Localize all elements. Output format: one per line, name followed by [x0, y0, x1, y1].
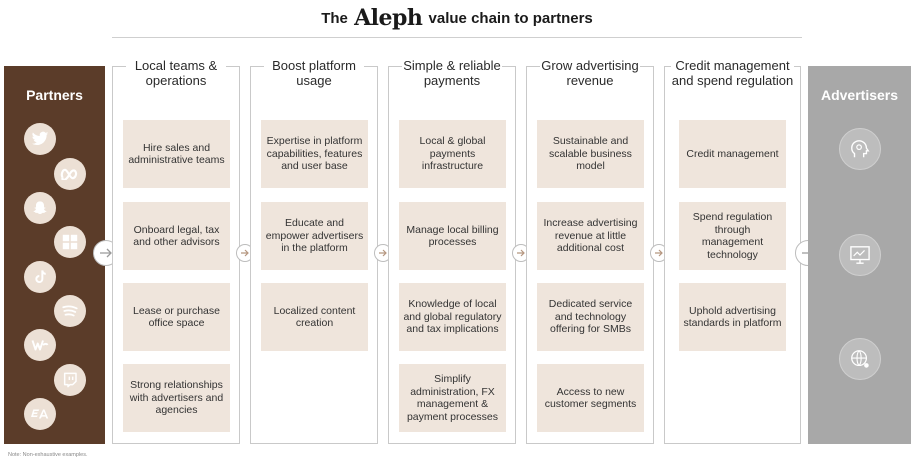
globe-network-icon	[839, 338, 881, 380]
title-prefix: The	[321, 10, 348, 27]
card: Educate and empower advertisers in the p…	[261, 202, 368, 270]
card: Knowledge of local and global regulatory…	[399, 283, 506, 351]
microsoft-icon	[54, 226, 86, 258]
head-gear-icon	[839, 128, 881, 170]
meta-icon	[54, 158, 86, 190]
card: Credit management	[679, 120, 786, 188]
card: Local & global payments infrastructure	[399, 120, 506, 188]
flow-arrow-icon	[512, 244, 530, 262]
column-heading: Boost platform usage	[265, 58, 363, 88]
column-heading: Simple & reliable payments	[403, 58, 501, 88]
card: Simplify administration, FX management &…	[399, 364, 506, 432]
partners-panel: Partners	[4, 66, 105, 444]
card: Access to new customer segments	[537, 364, 644, 432]
spotify-icon	[54, 295, 86, 327]
card: Onboard legal, tax and other advisors	[123, 202, 230, 270]
footnote: Note: Non-exhaustive examples.	[8, 452, 88, 458]
card: Hire sales and administrative teams	[123, 120, 230, 188]
card: Dedicated service and technology offerin…	[537, 283, 644, 351]
card: Lease or purchase office space	[123, 283, 230, 351]
advertisers-heading: Advertisers	[820, 87, 899, 103]
column-credit-management: Credit management and spend regulation C…	[664, 58, 801, 444]
card: Increase advertising revenue at little a…	[537, 202, 644, 270]
column-heading: Grow advertising revenue	[541, 58, 639, 88]
page-title: The Aleph value chain to partners	[0, 6, 914, 31]
advertisers-panel: Advertisers	[808, 66, 911, 444]
card: Strong relationships with advertisers an…	[123, 364, 230, 432]
title-suffix: value chain to partners	[428, 10, 593, 27]
tiktok-icon	[24, 261, 56, 293]
card: Uphold advertising standards in platform	[679, 283, 786, 351]
column-payments: Simple & reliable payments Local & globa…	[388, 58, 516, 444]
aleph-logo: Aleph	[354, 5, 423, 31]
column-heading: Credit management and spend regulation	[671, 58, 794, 88]
column-boost-platform: Boost platform usage Expertise in platfo…	[250, 58, 378, 444]
column-advertising-revenue: Grow advertising revenue Sustainable and…	[526, 58, 654, 444]
card: Spend regulation through management tech…	[679, 202, 786, 270]
twitch-icon	[54, 364, 86, 396]
card: Localized content creation	[261, 283, 368, 351]
card: Sustainable and scalable business model	[537, 120, 644, 188]
partners-heading: Partners	[26, 87, 83, 103]
twitter-icon	[24, 123, 56, 155]
warner-icon	[24, 329, 56, 361]
analytics-screen-icon	[839, 234, 881, 276]
card: Expertise in platform capabilities, feat…	[261, 120, 368, 188]
card: Manage local billing processes	[399, 202, 506, 270]
snapchat-icon	[24, 192, 56, 224]
title-divider	[112, 37, 802, 38]
ea-icon	[24, 398, 56, 430]
column-local-teams: Local teams & operations Hire sales and …	[112, 58, 240, 444]
column-heading: Local teams & operations	[127, 58, 225, 88]
